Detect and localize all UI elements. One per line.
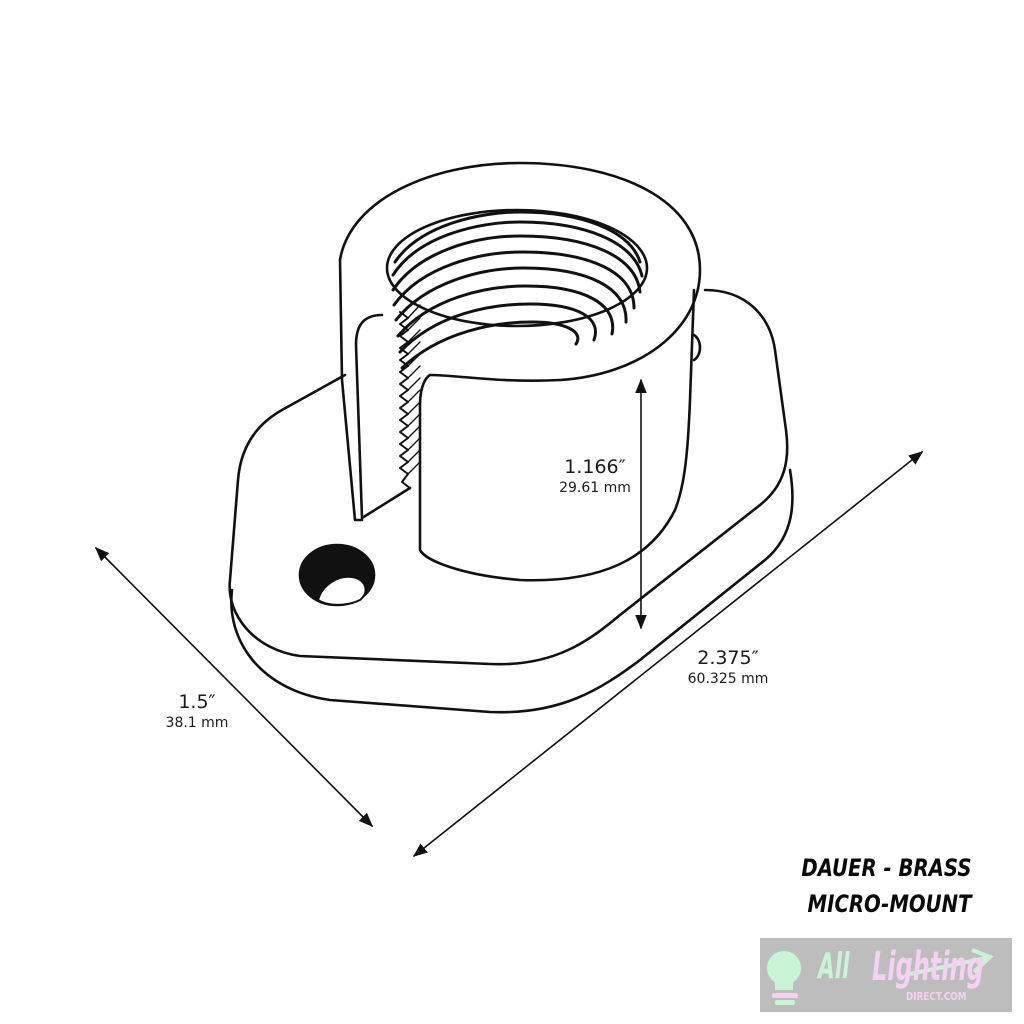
collar-left-edge bbox=[338, 258, 364, 522]
logo-word-lighting: Lighting bbox=[872, 944, 984, 990]
title-line-1: DAUER - BRASS bbox=[801, 854, 972, 882]
height-inch: 1.166″ bbox=[564, 456, 626, 478]
length-mm: 60.325 mm bbox=[687, 671, 769, 687]
length-dimension-label: 2.375″ 60.325 mm bbox=[668, 646, 788, 688]
thread-rings bbox=[391, 210, 644, 370]
width-dimension-line bbox=[94, 546, 374, 828]
brand-logo: All Lighting DIRECT.COM bbox=[760, 938, 1012, 1012]
width-mm: 38.1 mm bbox=[165, 715, 229, 731]
title-line-2: MICRO-MOUNT bbox=[808, 890, 972, 918]
width-dimension-label: 1.5″ 38.1 mm bbox=[142, 690, 252, 732]
collar-nub bbox=[692, 333, 702, 362]
logo-subtext: DIRECT.COM bbox=[906, 990, 967, 1003]
height-dimension-label: 1.166″ 29.61 mm bbox=[540, 455, 650, 497]
bore-rim bbox=[385, 208, 649, 328]
thread-teeth bbox=[399, 311, 411, 489]
lightbulb-icon bbox=[767, 948, 994, 1005]
length-dimension-line bbox=[412, 451, 924, 857]
logo-word-all: All bbox=[818, 946, 850, 987]
slot-left-wall bbox=[354, 313, 412, 520]
thread-hatch bbox=[407, 304, 421, 475]
length-inch: 2.375″ bbox=[697, 647, 759, 669]
width-inch: 1.5″ bbox=[178, 691, 216, 713]
collar-top-outer bbox=[338, 161, 702, 382]
height-mm: 29.61 mm bbox=[559, 480, 631, 496]
product-title: DAUER - BRASS MICRO-MOUNT bbox=[802, 850, 972, 922]
